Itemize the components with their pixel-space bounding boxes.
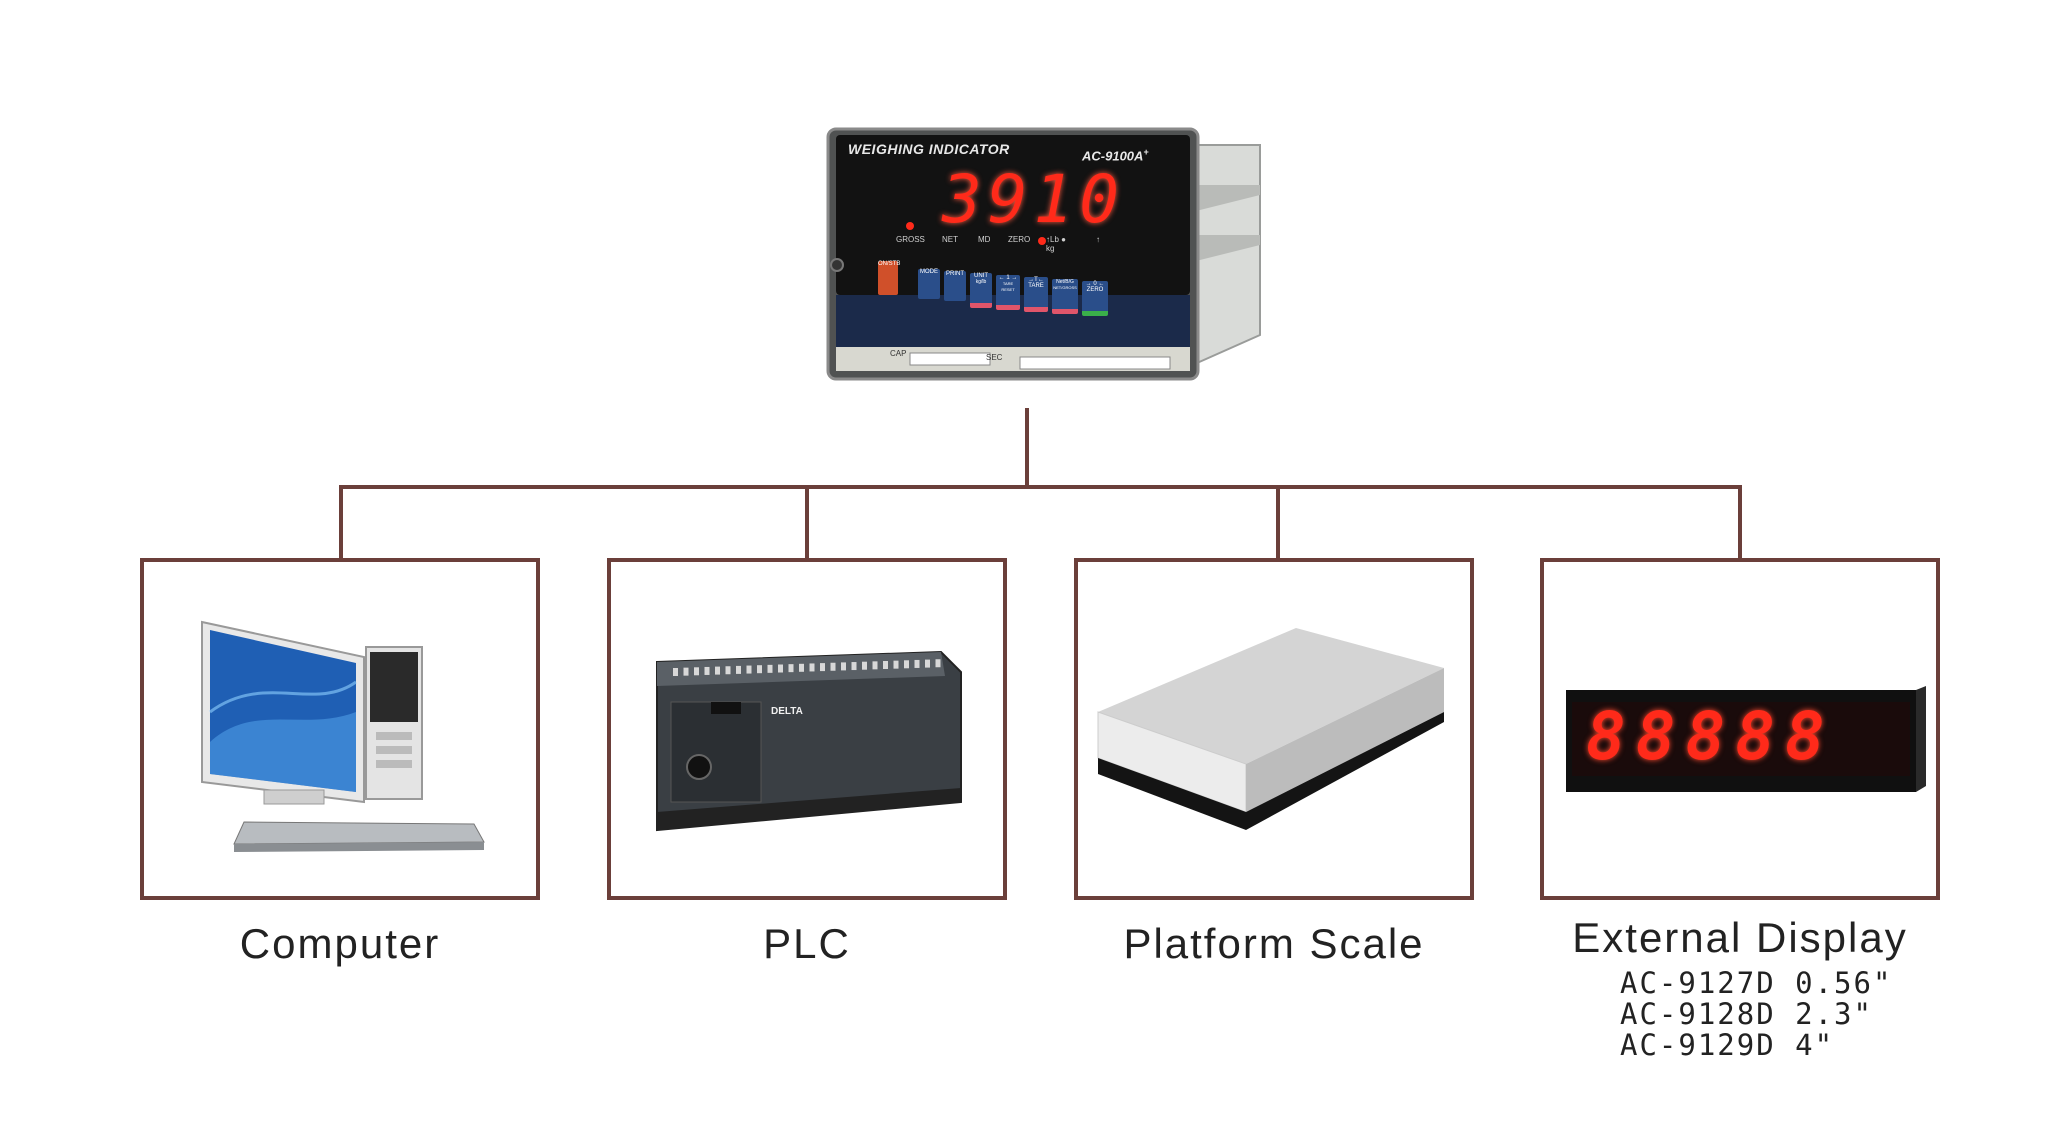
model-line: AC-9127D 0.56" <box>1620 966 1893 1000</box>
plc-terminal <box>778 664 783 673</box>
plc-terminal <box>736 665 741 674</box>
plc-terminal <box>704 666 710 675</box>
plc-terminal <box>851 662 857 671</box>
platform-scale-icon <box>1097 628 1444 830</box>
caption-computer: Computer <box>239 920 441 967</box>
plc-terminal <box>683 667 689 676</box>
plc-terminal <box>904 660 909 669</box>
plc-terminal <box>841 662 846 671</box>
indicator-sec-label: SEC <box>986 353 1003 362</box>
weighing-indicator-illustration <box>826 127 1261 381</box>
status-net: NET <box>942 235 958 244</box>
plc-terminal <box>799 663 804 672</box>
model-line: AC-9128D 2.3" <box>1620 997 1873 1031</box>
plc-terminal <box>883 661 888 669</box>
plc-icon: DELTA <box>656 650 962 832</box>
caption-platform-scale: Platform Scale <box>1123 920 1425 967</box>
plc-terminal <box>935 659 941 668</box>
key-mode[interactable]: MODE <box>918 269 940 299</box>
weighing-indicator: WEIGHING INDICATOR AC-9100A+ 3910 GROSS … <box>820 125 1270 385</box>
plc-terminal <box>862 661 867 670</box>
plc-terminal <box>809 663 815 672</box>
indicator-status-row: GROSS NET MD ZERO ↑Lb ● kg ↑ <box>896 235 1136 253</box>
key-on-stb[interactable]: ON/STB <box>878 261 900 295</box>
external-display-icon <box>1566 686 1926 792</box>
caption-external-display: External Display <box>1572 914 1908 961</box>
plc-terminal <box>788 664 794 673</box>
plc-terminal <box>746 665 752 674</box>
indicator-model-sup: + <box>1143 147 1149 157</box>
plc-terminal <box>725 666 731 675</box>
external-display-digits: 88888 <box>1586 698 1835 775</box>
external-display-models: AC-9127D 0.56" AC-9128D 2.3" AC-9129D 4" <box>1620 968 1892 1061</box>
plc-terminal <box>757 665 762 674</box>
status-zero: ZERO <box>1008 235 1031 244</box>
device-box-platform-scale <box>1074 558 1474 900</box>
plc-terminal <box>673 668 678 676</box>
key-zero[interactable]: → 0 ←ZERO <box>1082 281 1108 316</box>
computer-icon <box>201 620 485 852</box>
indicator-model: AC-9100A <box>1082 148 1144 164</box>
indicator-model-label: AC-9100A+ <box>1082 147 1149 163</box>
plc-brand: DELTA <box>771 706 803 717</box>
plc-terminal <box>925 659 930 668</box>
caption-plc: PLC <box>763 920 851 967</box>
plc-terminal <box>872 661 878 670</box>
key-print[interactable]: PRINT <box>944 271 966 301</box>
indicator-cap-label: CAP <box>890 349 907 358</box>
device-box-plc: DELTA <box>607 558 1007 900</box>
plc-terminal <box>694 667 699 676</box>
indicator-brand-label: WEIGHING INDICATOR <box>848 141 1010 157</box>
device-box-computer <box>140 558 540 900</box>
device-box-external-display: 88888 <box>1540 558 1940 900</box>
plc-terminal <box>767 664 773 673</box>
plc-terminal <box>830 662 836 671</box>
plc-terminal <box>715 666 720 675</box>
indicator-reading: 3910 <box>942 161 1125 238</box>
key-tare[interactable]: →T←TARE <box>1024 277 1048 312</box>
status-md: MD <box>978 235 991 244</box>
plc-terminal <box>820 663 825 672</box>
key-tare-reset[interactable]: ← 1 →TARE RESET <box>996 275 1020 310</box>
model-line: AC-9129D 4" <box>1620 1028 1835 1062</box>
plc-terminal <box>914 659 920 668</box>
status-unit: ↑Lb ● kg <box>1046 235 1066 253</box>
status-arrow: ↑ <box>1096 235 1100 244</box>
status-gross: GROSS <box>896 235 925 244</box>
plc-terminal <box>893 660 899 669</box>
